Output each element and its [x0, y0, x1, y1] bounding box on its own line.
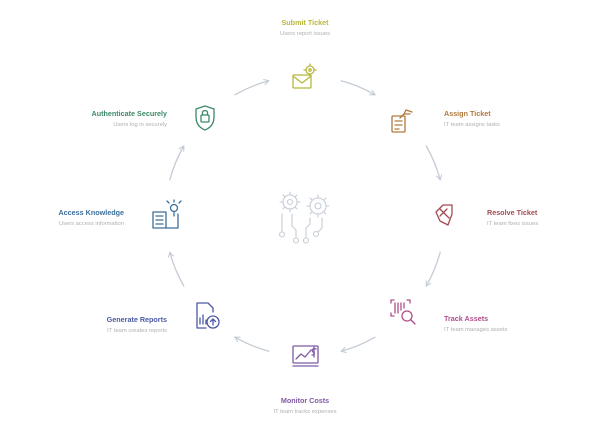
step-subtitle: IT team manages assets [444, 327, 507, 333]
arrow-generate-to-access [167, 251, 185, 287]
step-title: Monitor Costs [281, 396, 329, 405]
step-subtitle: IT team fixes issues [487, 221, 538, 227]
step-title: Submit Ticket [282, 18, 330, 27]
step-title: Track Assets [444, 314, 488, 323]
barcode-magnifier-icon [390, 299, 416, 325]
report-upload-icon [196, 302, 220, 329]
arrow-resolve-to-track [425, 251, 441, 287]
clipboard-hand-icon [391, 109, 413, 133]
step-subtitle: Users access information [59, 221, 124, 227]
step-subtitle: IT team creates reports [107, 328, 167, 334]
step-track-assets: Track Assets IT team manages assets [390, 299, 507, 333]
step-title: Assign Ticket [444, 109, 491, 118]
dollar-chart-icon [292, 345, 319, 367]
cycle-arrows [167, 78, 443, 354]
step-generate-reports: Generate Reports IT team creates reports [107, 302, 220, 334]
shield-lock-icon [195, 105, 215, 131]
arrow-assign-to-resolve [425, 145, 443, 181]
envelope-gear-icon [292, 63, 317, 89]
step-access-knowledge: Access Knowledge Users access informatio… [58, 199, 182, 229]
book-lightbulb-icon [152, 199, 182, 229]
arrow-monitor-to-generate [234, 336, 270, 352]
arrow-submit-to-assign [340, 80, 376, 96]
arrow-authenticate-to-submit [234, 78, 270, 96]
step-subtitle: Users report issues [280, 31, 330, 37]
step-assign-ticket: Assign Ticket IT team assigns tasks [391, 109, 500, 133]
arrow-track-to-monitor [340, 336, 376, 354]
step-authenticate-securely: Authenticate Securely Users log in secur… [92, 105, 215, 131]
step-subtitle: Users log in securely [113, 122, 167, 128]
gears-circuit-icon [278, 191, 330, 244]
wrench-tag-icon [435, 204, 453, 226]
step-title: Access Knowledge [58, 208, 124, 217]
step-monitor-costs: Monitor Costs IT team tracks expenses [273, 345, 337, 415]
step-resolve-ticket: Resolve Ticket IT team fixes issues [435, 204, 538, 227]
arrow-access-to-authenticate [169, 145, 185, 181]
step-submit-ticket: Submit Ticket Users report issues [280, 18, 330, 89]
step-title: Resolve Ticket [487, 208, 538, 217]
step-title: Generate Reports [107, 315, 167, 324]
step-subtitle: IT team assigns tasks [444, 122, 500, 128]
step-title: Authenticate Securely [92, 109, 168, 118]
step-subtitle: IT team tracks expenses [273, 409, 336, 415]
